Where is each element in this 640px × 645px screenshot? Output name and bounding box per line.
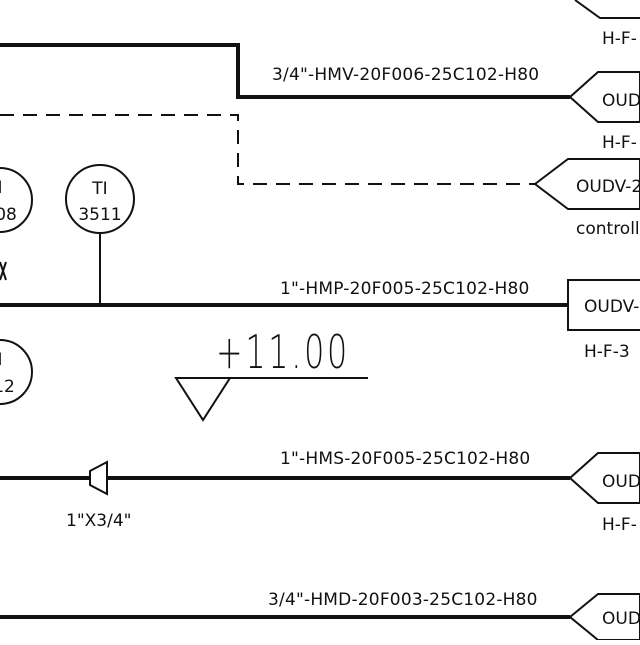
connector-outline xyxy=(533,158,640,210)
connector-c3[interactable]: OUDV- H-F-3 xyxy=(567,279,640,362)
instrument-bubble xyxy=(0,167,33,233)
instrument-number: 3511 xyxy=(78,205,121,225)
reducer-fitting[interactable]: 1"X3/4" xyxy=(66,460,131,531)
instrument-number: 08 xyxy=(0,205,17,225)
connector-c4[interactable]: OUDV H-F- xyxy=(568,452,640,535)
connector-outline xyxy=(568,71,640,123)
line-label: 1"-HMS-20F005-25C102-H80 xyxy=(280,449,530,469)
process-line-hmd: 3/4"-HMD-20F003-25C102-H80 xyxy=(0,590,570,619)
line-label: 3/4"-HMV-20F006-25C102-H80 xyxy=(272,65,539,85)
connector-text: OUDV xyxy=(602,472,640,492)
line-label: 3/4"-HMD-20F003-25C102-H80 xyxy=(268,590,538,610)
connector-subtext: H-F- xyxy=(602,515,637,535)
valve-stroke xyxy=(0,261,7,281)
signal-line-dashed xyxy=(0,114,535,185)
reducer-symbol xyxy=(89,460,108,496)
instrument-tag: I xyxy=(0,178,3,198)
connector-outline xyxy=(568,452,640,504)
instrument-number: 12 xyxy=(0,377,15,397)
instrument-left-top[interactable]: I 08 xyxy=(0,167,33,233)
elevation-value: +11.00 xyxy=(216,325,350,379)
valve-symbol-partial xyxy=(0,261,7,281)
connector-subtext: H-F- xyxy=(602,29,637,49)
connector-c5[interactable]: OUDV xyxy=(568,593,640,641)
connector-c1[interactable]: OUDV H-F- xyxy=(568,71,640,153)
connector-subtext: H-F- xyxy=(602,133,637,153)
connector-text: OUDV xyxy=(602,91,640,111)
connector-outline xyxy=(574,0,640,19)
instrument-left-bottom[interactable]: I 12 xyxy=(0,339,33,405)
instrument-tag: I xyxy=(0,350,3,370)
reducer-label: 1"X3/4" xyxy=(66,511,131,531)
dashed-signal xyxy=(0,114,535,185)
process-line-hmv: 3/4"-HMV-20F006-25C102-H80 xyxy=(0,43,570,99)
connector-c2[interactable]: OUDV-2 controlle xyxy=(533,158,640,239)
process-line-hms: 1"-HMS-20F005-25C102-H80 xyxy=(0,449,570,480)
connector-text: OUDV-2 xyxy=(576,177,640,197)
instrument-tag: TI xyxy=(91,179,107,199)
process-line-hmp: 1"-HMP-20F005-25C102-H80 xyxy=(0,279,568,307)
connector-c0[interactable]: H-F- xyxy=(574,0,640,49)
instrument-bubble xyxy=(0,339,33,405)
connector-subtext: H-F-3 xyxy=(584,342,630,362)
connector-subtext: controlle xyxy=(576,219,640,239)
connector-outline xyxy=(567,279,640,331)
elevation-marker: +11.00 xyxy=(174,325,368,422)
connector-text: OUDV- xyxy=(584,297,639,317)
pipe-line xyxy=(0,43,570,99)
instrument-ti-3511[interactable]: TI 3511 xyxy=(65,164,135,305)
elevation-triangle xyxy=(174,377,232,422)
line-label: 1"-HMP-20F005-25C102-H80 xyxy=(280,279,530,299)
connector-outline xyxy=(568,593,640,641)
connector-text: OUDV xyxy=(602,609,640,629)
